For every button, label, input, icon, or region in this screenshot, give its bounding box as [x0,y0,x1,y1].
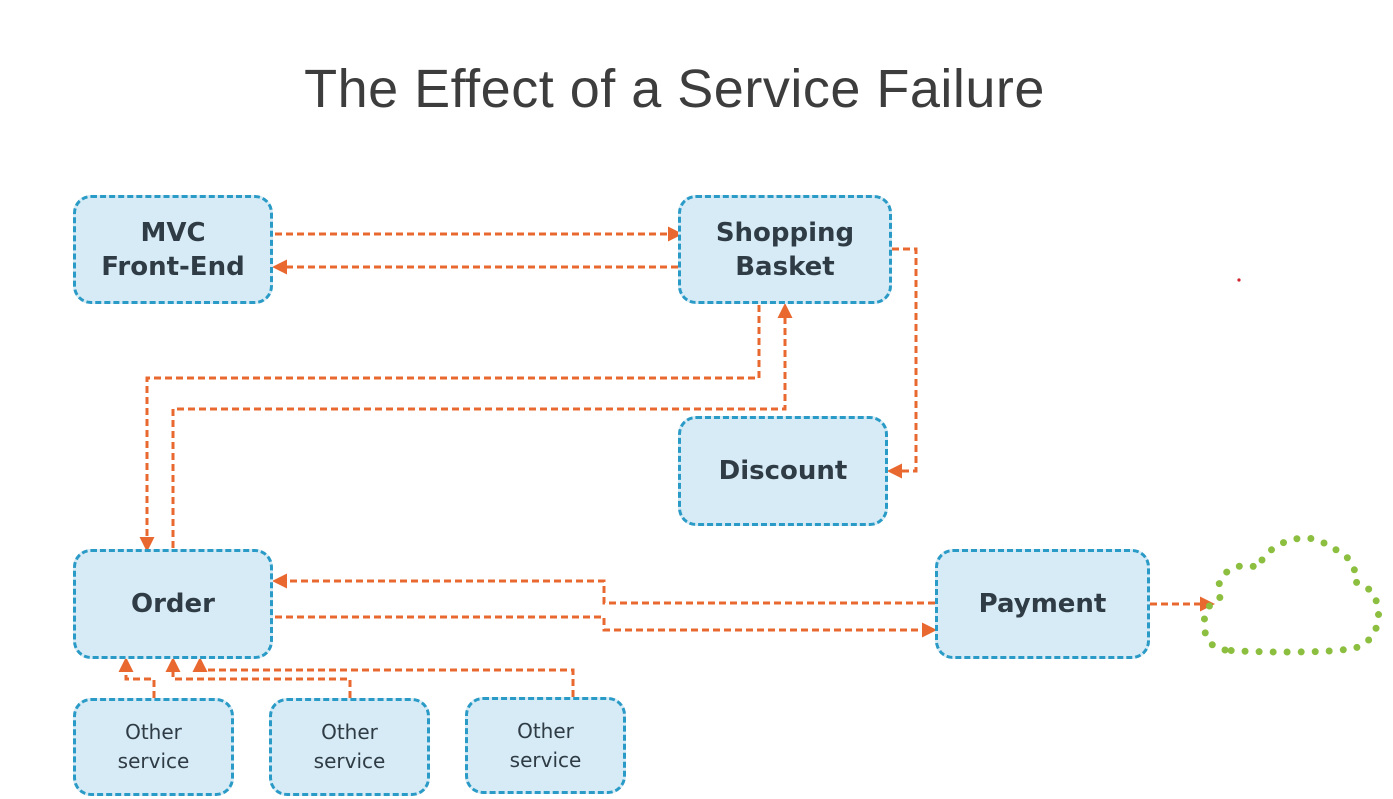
other-service-label-3: Other service [509,718,582,772]
red-dot [1237,278,1241,282]
payment-label: Payment [978,589,1107,619]
other-service-box-1: Other service [73,698,234,796]
arrow-basket-to-order [139,305,761,552]
arrow-order-to-payment [275,615,937,638]
arrow-other1-to-order [118,657,156,698]
shopping-basket-label: Shopping Basket [715,217,855,282]
arrow-other2-to-order [165,657,352,698]
cloud-icon [1200,534,1383,656]
shopping-basket-box: Shopping Basket [678,195,892,304]
other-service-box-2: Other service [269,698,430,796]
arrow-basket-to-discount [887,247,918,479]
other-service-label-1: Other service [117,720,190,773]
other-service-box-3: Other service [465,697,626,794]
order-box: Order [73,549,273,659]
mvc-front-end-box: MVC Front-End [73,195,273,304]
other-service-label-2: Other service [313,720,386,773]
arrow-other3-to-order [192,657,575,697]
mvc-front-end-label: MVC Front-End [101,217,245,282]
page-title: The Effect of a Service Failure [304,59,1045,119]
order-label: Order [131,589,215,619]
discount-box: Discount [678,416,888,526]
discount-label: Discount [718,456,848,486]
arrow-order-to-basket [171,303,793,548]
arrow-payment-to-order [272,573,935,605]
payment-box: Payment [935,549,1150,659]
